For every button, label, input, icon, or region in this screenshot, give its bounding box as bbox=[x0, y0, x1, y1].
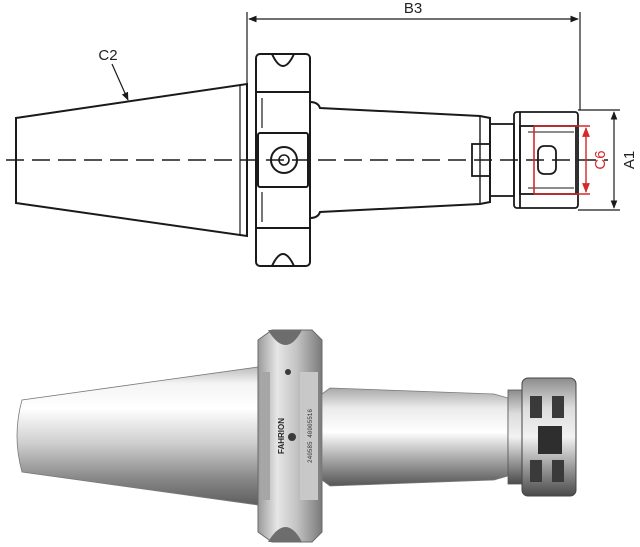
c2-leader bbox=[111, 63, 129, 101]
brand-logo: FAHRION bbox=[277, 418, 286, 454]
render-taper bbox=[16, 366, 259, 506]
drive-slot-bolt bbox=[270, 146, 298, 174]
b3-dimension bbox=[246, 12, 581, 110]
technical-drawing: C6 A1 B3 C2 bbox=[6, 0, 638, 267]
a1-dimension bbox=[578, 109, 620, 211]
flange-outline bbox=[255, 53, 311, 267]
serial-number: 240585 40005516 bbox=[307, 409, 314, 463]
c2-label: C2 bbox=[98, 47, 117, 64]
a1-label: A1 bbox=[621, 151, 638, 169]
c6-label: C6 bbox=[592, 150, 609, 169]
taper-outline bbox=[15, 82, 248, 238]
b3-label: B3 bbox=[404, 0, 422, 17]
render-body bbox=[321, 387, 509, 487]
render-collet-nut bbox=[507, 377, 577, 497]
render-bolt bbox=[288, 433, 296, 441]
collet-bore-highlight bbox=[533, 125, 590, 195]
render-flange: FAHRION 240585 40005516 bbox=[257, 329, 323, 543]
